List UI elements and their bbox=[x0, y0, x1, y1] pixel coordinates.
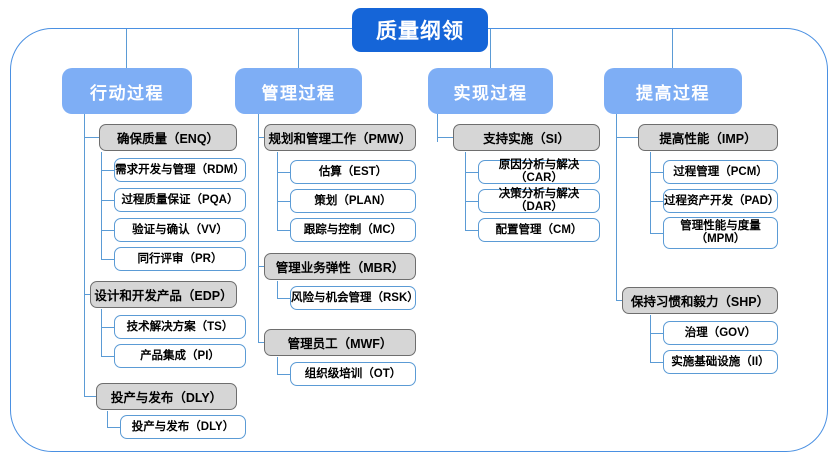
leaf-box-cm[interactable]: 配置管理（CM） bbox=[478, 218, 600, 242]
group-box-dly[interactable]: 投产与发布（DLY） bbox=[96, 383, 237, 410]
connector-col2-grp3-trunk bbox=[277, 357, 278, 375]
leaf-box-plan[interactable]: 策划（PLAN） bbox=[290, 189, 416, 213]
leaf-box-rsk[interactable]: 风险与机会管理（RSK） bbox=[290, 286, 419, 310]
connector-col1-trunk bbox=[84, 114, 85, 396]
leaf-box-pcm[interactable]: 过程管理（PCM） bbox=[663, 160, 778, 184]
connector-col2-grp1 bbox=[258, 137, 265, 138]
connector-col1-grp2 bbox=[84, 294, 91, 295]
connector-col1-grp3-trunk bbox=[107, 411, 108, 428]
connector-col4-grp1-item2 bbox=[650, 201, 664, 202]
connector-col1-grp2-item2 bbox=[101, 356, 115, 357]
connector-col1-grp3 bbox=[84, 396, 97, 397]
category-header-manage[interactable]: 管理过程 bbox=[235, 68, 362, 114]
connector-col3-grp1-item2 bbox=[465, 201, 479, 202]
leaf-box-ii[interactable]: 实施基础设施（II） bbox=[663, 350, 778, 374]
leaf-box-car[interactable]: 原因分析与解决（CAR） bbox=[478, 159, 600, 184]
leaf-box-ts[interactable]: 技术解决方案（TS） bbox=[114, 315, 246, 339]
group-box-pmw[interactable]: 规划和管理工作（PMW） bbox=[264, 124, 416, 151]
connector-col4-grp2-trunk bbox=[650, 315, 651, 363]
root-title: 质量纲领 bbox=[352, 8, 488, 52]
connector-col1-grp2-trunk bbox=[101, 309, 102, 356]
leaf-box-vv[interactable]: 验证与确认（VV） bbox=[114, 218, 246, 242]
connector-col2-grp1-trunk bbox=[277, 152, 278, 230]
connector-col2-trunk bbox=[258, 114, 259, 342]
group-box-mbr[interactable]: 管理业务弹性（MBR） bbox=[264, 253, 416, 280]
connector-col4-grp1-trunk bbox=[650, 152, 651, 233]
connector-col3-grp1-item3 bbox=[465, 230, 479, 231]
connector-header-drop-2 bbox=[298, 28, 299, 68]
connector-header-drop-4 bbox=[672, 28, 673, 68]
category-header-implement[interactable]: 实现过程 bbox=[428, 68, 553, 114]
group-box-edp[interactable]: 设计和开发产品（EDP） bbox=[90, 281, 237, 308]
leaf-box-pad[interactable]: 过程资产开发（PAD） bbox=[663, 189, 779, 213]
group-box-si[interactable]: 支持实施（SI） bbox=[453, 124, 600, 151]
group-box-shp[interactable]: 保持习惯和毅力（SHP） bbox=[622, 287, 778, 314]
connector-col3-grp1 bbox=[437, 137, 455, 138]
connector-col4-grp2 bbox=[616, 300, 623, 301]
group-box-imp[interactable]: 提高性能（IMP） bbox=[638, 124, 778, 151]
leaf-box-mpm[interactable]: 管理性能与度量 （MPM） bbox=[663, 217, 778, 249]
leaf-box-pr[interactable]: 同行评审（PR） bbox=[114, 247, 246, 271]
connector-col1-grp1-item1 bbox=[101, 170, 115, 171]
leaf-box-ot[interactable]: 组织级培训（OT） bbox=[290, 362, 416, 386]
leaf-box-pqa[interactable]: 过程质量保证（PQA） bbox=[114, 188, 246, 212]
connector-col3-trunk bbox=[437, 114, 438, 142]
connector-col1-grp1 bbox=[84, 137, 100, 138]
connector-col2-grp2-trunk bbox=[277, 281, 278, 299]
connector-col1-grp1-item3 bbox=[101, 230, 115, 231]
leaf-box-dly-item[interactable]: 投产与发布（DLY） bbox=[120, 415, 246, 439]
connector-col3-grp1-item1 bbox=[465, 172, 479, 173]
group-box-mwf[interactable]: 管理员工（MWF） bbox=[264, 329, 416, 356]
connector-col2-grp1-item1 bbox=[277, 172, 291, 173]
connector-col3-grp1-trunk bbox=[465, 152, 466, 230]
connector-col4-grp1-item1 bbox=[650, 172, 664, 173]
connector-col2-grp3 bbox=[258, 342, 265, 343]
leaf-box-mc[interactable]: 跟踪与控制（MC） bbox=[290, 218, 416, 242]
connector-header-drop-3 bbox=[490, 28, 491, 68]
connector-col2-grp1-item3 bbox=[277, 230, 291, 231]
leaf-box-dar[interactable]: 决策分析与解决（DAR） bbox=[478, 188, 600, 213]
connector-col1-grp2-item1 bbox=[101, 327, 115, 328]
connector-col1-grp1-item4 bbox=[101, 259, 115, 260]
connector-col4-grp2-item1 bbox=[650, 333, 664, 334]
connector-col4-grp1-item3 bbox=[650, 233, 664, 234]
connector-col4-grp2-item2 bbox=[650, 362, 664, 363]
category-header-improve[interactable]: 提高过程 bbox=[604, 68, 742, 114]
connector-col2-grp3-item1 bbox=[277, 374, 291, 375]
connector-col1-grp1-item2 bbox=[101, 200, 115, 201]
connector-col2-grp2-item1 bbox=[277, 298, 291, 299]
leaf-box-pi[interactable]: 产品集成（PI） bbox=[114, 344, 246, 368]
connector-col2-grp2 bbox=[258, 266, 265, 267]
category-header-action[interactable]: 行动过程 bbox=[62, 68, 192, 114]
connector-col4-trunk bbox=[616, 114, 617, 301]
group-box-enq[interactable]: 确保质量（ENQ） bbox=[99, 124, 237, 151]
connector-col1-grp1-trunk bbox=[101, 152, 102, 259]
leaf-box-gov[interactable]: 治理（GOV） bbox=[663, 321, 778, 345]
connector-col4-grp1 bbox=[616, 137, 639, 138]
leaf-box-rdm[interactable]: 需求开发与管理（RDM） bbox=[114, 158, 246, 182]
leaf-box-est[interactable]: 估算（EST） bbox=[290, 160, 416, 184]
connector-header-drop-1 bbox=[126, 28, 127, 68]
connector-col1-grp3-item1 bbox=[107, 427, 121, 428]
connector-col2-grp1-item2 bbox=[277, 201, 291, 202]
